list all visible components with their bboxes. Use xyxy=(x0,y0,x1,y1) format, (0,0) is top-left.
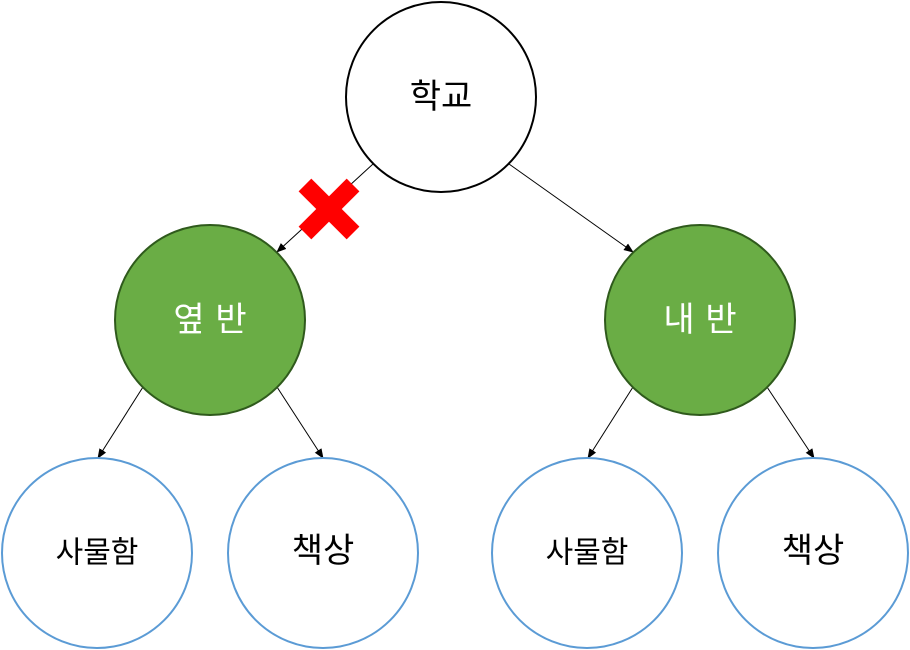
edge-left-branch-to-leaf-2 xyxy=(276,386,324,459)
branch-node-right: 내 반 xyxy=(604,224,796,416)
leaf-node-right-2: 책상 xyxy=(717,457,909,649)
edges xyxy=(97,163,815,459)
edge-root-to-right-branch xyxy=(508,163,634,253)
root-node-label: 학교 xyxy=(410,77,473,117)
leaf-node-left-1-label: 사물함 xyxy=(56,536,139,571)
branch-node-left: 옆 반 xyxy=(114,224,306,416)
leaf-node-right-1: 사물함 xyxy=(491,457,683,649)
leaf-node-left-2-label: 책상 xyxy=(292,531,355,571)
branch-node-left-label: 옆 반 xyxy=(173,300,246,340)
edge-left-branch-to-leaf-1 xyxy=(97,386,144,459)
leaf-node-right-1-label: 사물함 xyxy=(546,536,629,571)
edge-right-branch-to-leaf-2 xyxy=(766,386,815,459)
branch-node-right-label: 내 반 xyxy=(663,300,736,340)
edge-right-branch-to-leaf-1 xyxy=(587,386,634,459)
root-node: 학교 xyxy=(345,1,537,193)
leaf-node-right-2-label: 책상 xyxy=(782,531,845,571)
x-mark-icon xyxy=(298,178,360,240)
leaf-node-left-2: 책상 xyxy=(227,457,419,649)
leaf-node-left-1: 사물함 xyxy=(1,457,193,649)
